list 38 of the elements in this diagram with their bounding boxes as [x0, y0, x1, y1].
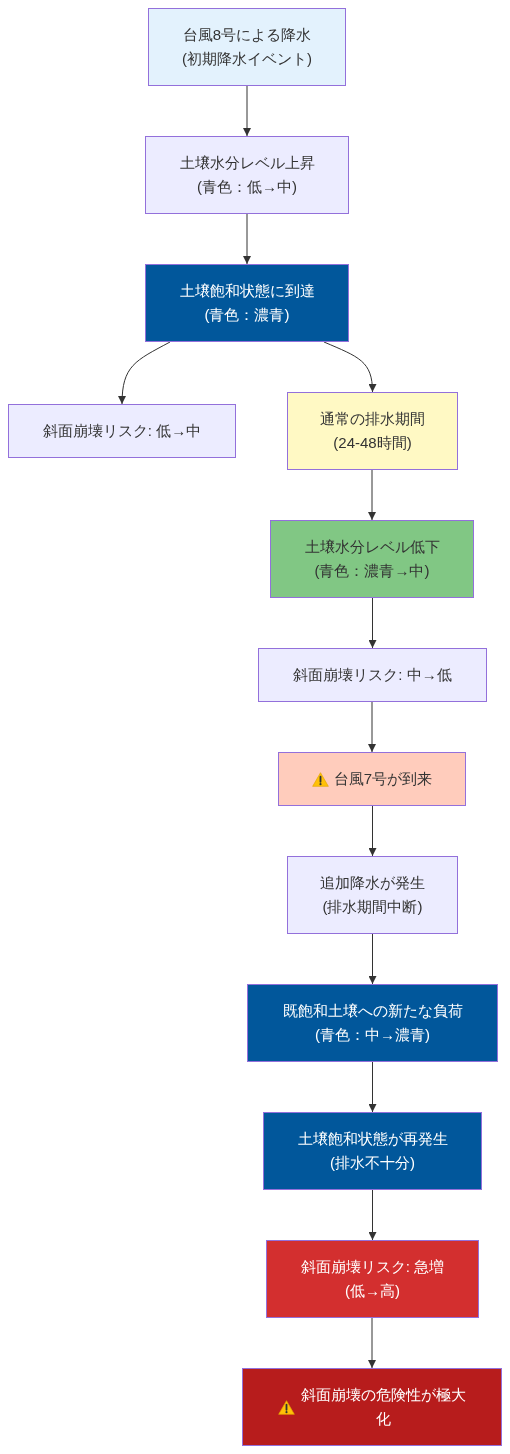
process-box: [266, 1240, 479, 1318]
process-box: [145, 264, 349, 342]
arrow: [368, 1317, 376, 1369]
arrow: [368, 1189, 377, 1241]
node-label: 土壌水分レベル上昇(青色：低→中): [178, 153, 316, 197]
node-label: 土壌飽和状態に到達(青色：濃青): [178, 281, 316, 325]
node-label: 土壌水分レベル低下(青色：濃青→中): [303, 537, 441, 581]
arrow: [323, 341, 377, 393]
node-label: 台風7号が到来: [333, 769, 433, 789]
process-box: [263, 1112, 482, 1190]
node-label: 斜面崩壊の危険性が極大化: [300, 1385, 466, 1429]
arrow: [368, 469, 376, 521]
node-label: 追加降水が発生(排水期間中断): [319, 873, 426, 917]
node-label: 通常の排水期間(24-48時間): [319, 409, 426, 453]
process-box: [148, 8, 346, 86]
node-label: 斜面崩壊リスク: 中→低: [293, 665, 452, 685]
arrow: [368, 597, 377, 649]
process-box: [278, 752, 466, 806]
process-box: [258, 648, 487, 702]
arrow: [368, 805, 377, 857]
process-box: [287, 392, 458, 470]
arrow: [243, 213, 251, 265]
arrow: [368, 933, 377, 985]
process-box: [247, 984, 498, 1062]
node-label: 土壌飽和状態が再発生(排水不十分): [296, 1129, 449, 1173]
node-label: 台風8号による降水(初期降水イベント): [181, 25, 313, 69]
arrow: [368, 1061, 377, 1113]
node-label: 斜面崩壊リスク: 急増(低→高): [299, 1257, 446, 1301]
process-box: [287, 856, 458, 934]
arrow: [118, 341, 171, 405]
node-label: 既飽和土壌への新たな負荷(青色：中→濃青): [281, 1001, 464, 1045]
arrow: [243, 85, 251, 137]
arrow: [368, 701, 376, 753]
process-box: [8, 404, 236, 458]
process-box: [145, 136, 349, 214]
node-label: 斜面崩壊リスク: 低→中: [42, 421, 202, 441]
process-box: [270, 520, 474, 598]
process-box: [242, 1368, 502, 1446]
